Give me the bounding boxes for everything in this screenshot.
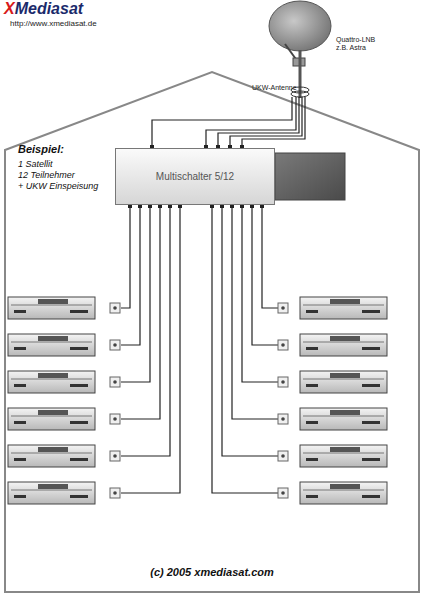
example-heading: Beispiel:: [18, 143, 64, 156]
logo: XMediasat: [4, 0, 83, 18]
receivers: [8, 297, 387, 504]
receiver: [8, 408, 95, 430]
receiver: [8, 371, 95, 393]
antenna-label: UKW-Antenne: [252, 84, 297, 92]
feed-cables: [152, 97, 305, 148]
satellite-dish: [269, 1, 331, 98]
wall-socket: [278, 303, 288, 313]
wall-socket: [278, 414, 288, 424]
example-line: + UKW Einspeisung: [18, 181, 98, 191]
receiver: [300, 334, 387, 356]
receiver: [8, 334, 95, 356]
lnb-label: Quattro-LNB z.B. Astra: [336, 36, 388, 52]
receiver: [300, 371, 387, 393]
wall-socket: [110, 414, 120, 424]
receiver: [300, 408, 387, 430]
wall-socket: [110, 340, 120, 350]
wall-socket: [278, 451, 288, 461]
wall-socket: [110, 377, 120, 387]
receiver: [300, 297, 387, 319]
example-line: 12 Teilnehmer: [18, 170, 75, 180]
receiver: [300, 482, 387, 504]
receiver: [300, 445, 387, 467]
example-line: 1 Satellit: [18, 159, 53, 169]
caption: (c) 2005 xmediasat.com: [0, 566, 424, 579]
house-outline: [5, 72, 419, 592]
box-label: Multischalter 5/12: [156, 171, 234, 182]
url: http://www.xmediasat.de: [10, 19, 97, 28]
wall-socket: [278, 377, 288, 387]
wall-socket: [278, 340, 288, 350]
receiver: [8, 482, 95, 504]
wall-socket: [110, 488, 120, 498]
multiswitch-box: Multischalter 5/12: [115, 148, 275, 205]
wall-socket: [278, 488, 288, 498]
wall-socket: [110, 451, 120, 461]
wall-socket: [110, 303, 120, 313]
receiver: [8, 445, 95, 467]
power-supply: [275, 153, 345, 200]
receiver: [8, 297, 95, 319]
